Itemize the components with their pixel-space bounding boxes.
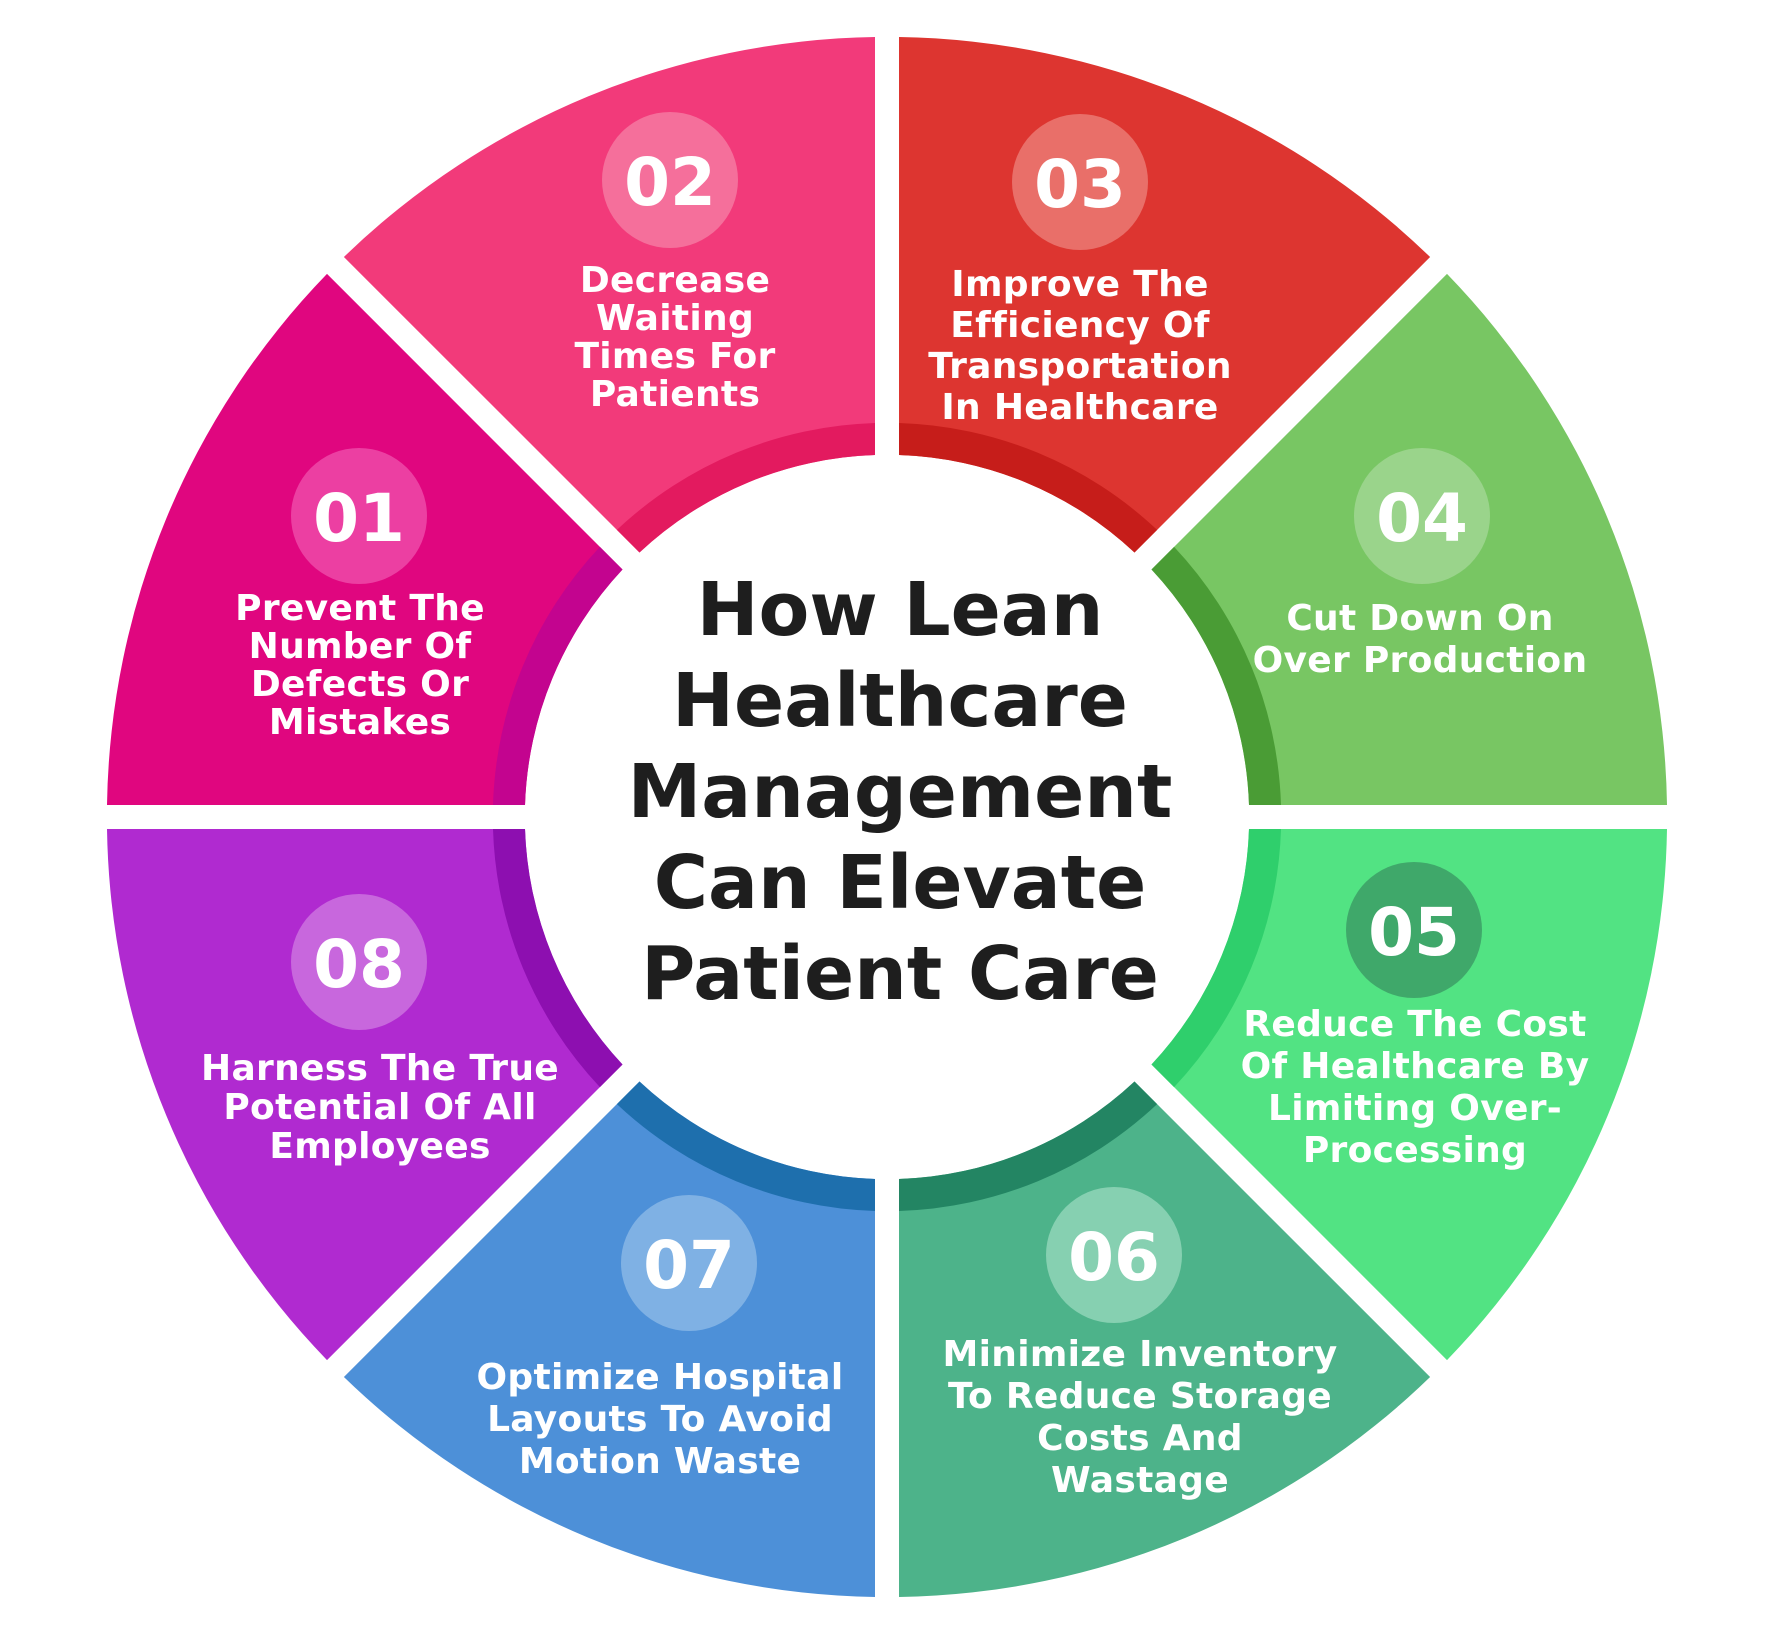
segment-07-number: 07 — [643, 1227, 735, 1304]
segment-03-text: Improve The Efficiency Of Transportation… — [900, 264, 1260, 428]
segment-05-line: Reduce The Cost — [1243, 1004, 1587, 1045]
segment-01-number: 01 — [313, 480, 405, 557]
segment-05: 05 — [1151, 829, 1667, 1361]
segment-05-text: Reduce The Cost Of Healthcare By Limitin… — [1230, 1004, 1600, 1172]
segment-05-line: Of Healthcare By — [1240, 1046, 1590, 1087]
segment-08-line: Potential Of All — [223, 1087, 537, 1128]
segment-03-line: In Healthcare — [941, 387, 1219, 428]
segment-08-text: Harness The True Potential Of All Employ… — [185, 1049, 575, 1166]
segment-03-number: 03 — [1034, 146, 1126, 223]
segment-06-badge — [1046, 1187, 1182, 1323]
segment-03-line: Transportation — [928, 346, 1232, 387]
segment-01-line: Mistakes — [268, 702, 452, 743]
segment-08-inner-band — [493, 829, 623, 1088]
segment-07-line: Layouts To Avoid — [487, 1399, 833, 1440]
center-title-line: Management — [627, 749, 1173, 835]
segment-05-line: Processing — [1302, 1130, 1528, 1171]
center-title-line: Can Elevate — [653, 840, 1147, 926]
segment-06-number: 06 — [1068, 1219, 1160, 1296]
segment-06-line: To Reduce Storage — [947, 1376, 1333, 1417]
segment-06-line: Minimize Inventory — [942, 1334, 1338, 1375]
segment-07-line: Motion Waste — [518, 1441, 802, 1482]
segment-08-line: Harness The True — [201, 1048, 559, 1089]
segment-02: 02 — [343, 37, 875, 553]
segment-04-line: Over Production — [1252, 640, 1588, 681]
segment-08-number: 08 — [313, 926, 405, 1003]
segment-02-line: Decrease — [579, 260, 771, 301]
segment-04-inner-band — [1151, 546, 1281, 805]
segment-04-badge — [1354, 448, 1490, 584]
segment-07-wedge — [343, 1081, 875, 1597]
segment-04-line: Cut Down On — [1286, 598, 1554, 639]
segment-01-line: Defects Or — [250, 664, 470, 705]
segment-02-number: 02 — [624, 144, 716, 221]
segment-03: 03 — [899, 37, 1431, 553]
center-title: How Lean Healthcare Management Can Eleva… — [580, 565, 1220, 1020]
segment-08: 08 — [107, 829, 623, 1361]
segment-08-badge — [291, 894, 427, 1030]
segment-02-badge — [602, 112, 738, 248]
center-title-line: Patient Care — [641, 931, 1159, 1017]
segment-07-line: Optimize Hospital — [476, 1357, 844, 1398]
segment-02-line: Patients — [589, 374, 761, 415]
segment-06-inner-band — [899, 1081, 1158, 1211]
segment-03-line: Efficiency Of — [950, 305, 1210, 346]
segment-06-line: Costs And — [1037, 1418, 1243, 1459]
segment-05-line: Limiting Over- — [1268, 1088, 1562, 1129]
segment-02-text: Decrease Waiting Times For Patients — [510, 262, 840, 414]
segment-02-line: Times For — [574, 336, 776, 377]
segment-02-inner-band — [616, 423, 875, 553]
segment-01-line: Prevent The — [235, 588, 485, 629]
center-title-line: How Lean — [696, 567, 1104, 653]
segment-06-line: Wastage — [1051, 1460, 1229, 1501]
segment-06-wedge — [899, 1081, 1431, 1597]
segment-07: 07 — [343, 1081, 875, 1597]
segment-04-text: Cut Down On Over Production — [1240, 598, 1600, 682]
segment-01-badge — [291, 448, 427, 584]
segment-05-number: 05 — [1368, 894, 1460, 971]
segment-02-line: Waiting — [595, 298, 755, 339]
segment-03-line: Improve The — [951, 264, 1209, 305]
segment-07-inner-band — [616, 1081, 875, 1211]
segment-02-wedge — [343, 37, 875, 553]
segment-05-badge — [1346, 862, 1482, 998]
segment-03-inner-band — [899, 423, 1158, 553]
segment-04-number: 04 — [1376, 480, 1468, 557]
segment-05-wedge — [1151, 829, 1667, 1361]
segment-01-line: Number Of — [248, 626, 472, 667]
segment-07-badge — [621, 1195, 757, 1331]
segment-08-line: Employees — [269, 1126, 491, 1167]
segment-03-badge — [1012, 114, 1148, 250]
segment-04: 04 — [1151, 273, 1667, 805]
segment-01-text: Prevent The Number Of Defects Or Mistake… — [200, 590, 520, 742]
segment-08-wedge — [107, 829, 623, 1361]
segment-01-inner-band — [493, 546, 623, 805]
segment-06: 06 — [899, 1081, 1431, 1597]
segment-06-text: Minimize Inventory To Reduce Storage Cos… — [930, 1334, 1350, 1502]
segment-05-inner-band — [1151, 829, 1281, 1088]
center-title-line: Healthcare — [672, 658, 1128, 744]
segment-07-text: Optimize Hospital Layouts To Avoid Motio… — [455, 1357, 865, 1483]
segment-01: 01 — [107, 273, 623, 805]
